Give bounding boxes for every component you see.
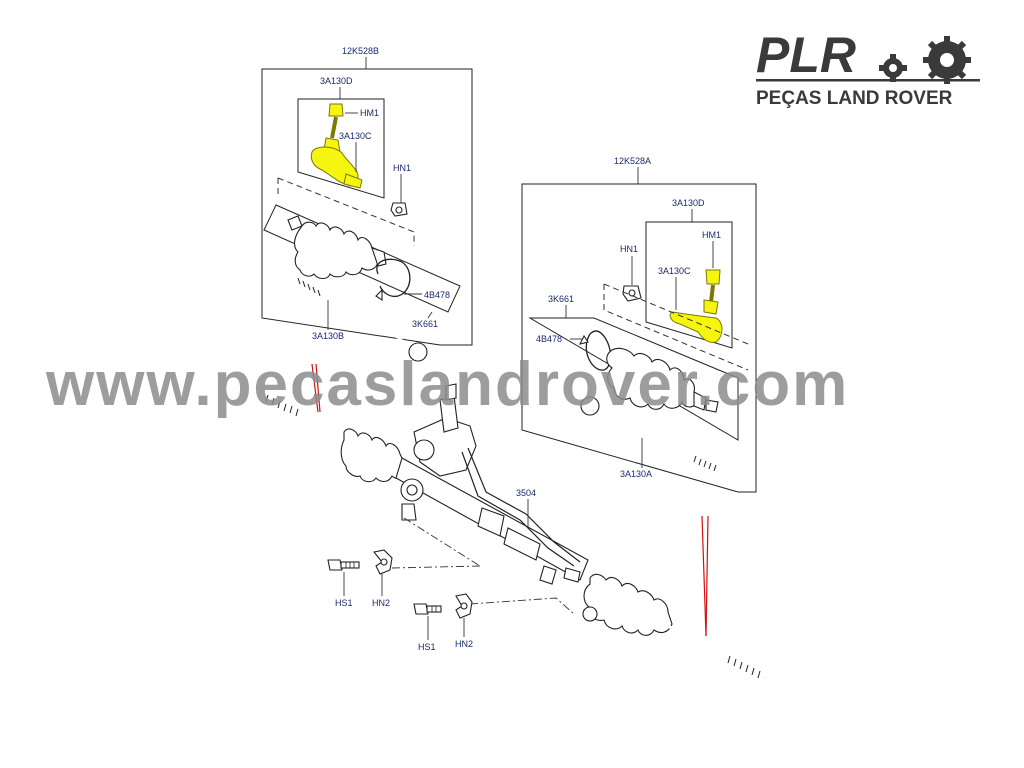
left-tie-rod-end-part — [310, 103, 363, 189]
bracket-1-part — [373, 549, 393, 575]
right-ball-joint-label: 3A130C — [658, 266, 691, 276]
red-position-markers — [311, 363, 709, 637]
right-boot-label: 3K661 — [548, 294, 574, 304]
bracket-2-part — [455, 593, 473, 619]
left-clamp-part — [375, 258, 411, 302]
left-tie-rod-end-label: 3A130D — [320, 76, 353, 86]
gear-icon — [879, 36, 971, 84]
right-nut-hn1-label: HN1 — [620, 244, 638, 254]
right-tie-rod-end-part — [669, 269, 723, 343]
left-ball-joint-label: 3A130C — [339, 131, 372, 141]
right-kit-group: 12K528A 3A130D HM1 3A130C HN1 3K661 4B47… — [521, 156, 757, 493]
left-clamp-label: 4B478 — [424, 290, 450, 300]
plr-logo: PLR PEÇAS LAND ROVER — [756, 27, 980, 109]
steering-rack-assembly — [265, 383, 765, 680]
left-boot-part — [287, 215, 387, 280]
bracket-2-label: HN2 — [455, 639, 473, 649]
logo-divider — [756, 79, 980, 82]
right-nut-hm1-label: HM1 — [702, 230, 721, 240]
left-nut-hn1-part — [390, 202, 408, 217]
watermark-url: www.pecaslandrover.com — [45, 350, 849, 419]
left-inner-rod-label: 3A130B — [312, 331, 344, 341]
right-kit-label: 12K528A — [614, 156, 651, 166]
left-tie-rod-end-frame — [297, 98, 385, 199]
left-boot-kit-frame — [263, 204, 461, 313]
left-nut-hn1-label: HN1 — [393, 163, 411, 173]
right-inner-rod-part — [580, 396, 717, 472]
bolt-2-part — [413, 603, 442, 615]
right-clamp-label: 4B478 — [536, 334, 562, 344]
right-kit-frame — [521, 183, 757, 493]
left-kit-frame — [261, 68, 473, 346]
bolt-1-part — [327, 559, 360, 571]
right-boot-part — [606, 347, 719, 413]
left-boot-label: 3K661 — [412, 319, 438, 329]
left-nut-hm1-label: HM1 — [360, 108, 379, 118]
right-inner-rod-label: 3A130A — [620, 469, 652, 479]
left-inner-rod-part — [297, 277, 428, 362]
rack-assembly-label: 3504 — [516, 488, 536, 498]
bolt-1-label: HS1 — [335, 598, 353, 608]
bracket-1-label: HN2 — [372, 598, 390, 608]
left-kit-group: 12K528B 3A130D HM1 3A130C HN1 — [261, 46, 473, 362]
left-kit-label: 12K528B — [342, 46, 379, 56]
logo-tagline: PEÇAS LAND ROVER — [756, 88, 953, 109]
bolt-2-label: HS1 — [418, 642, 436, 652]
right-tie-rod-end-label: 3A130D — [672, 198, 705, 208]
logo-brand-text: PLR — [756, 27, 856, 83]
right-tie-rod-end-frame — [645, 221, 733, 349]
